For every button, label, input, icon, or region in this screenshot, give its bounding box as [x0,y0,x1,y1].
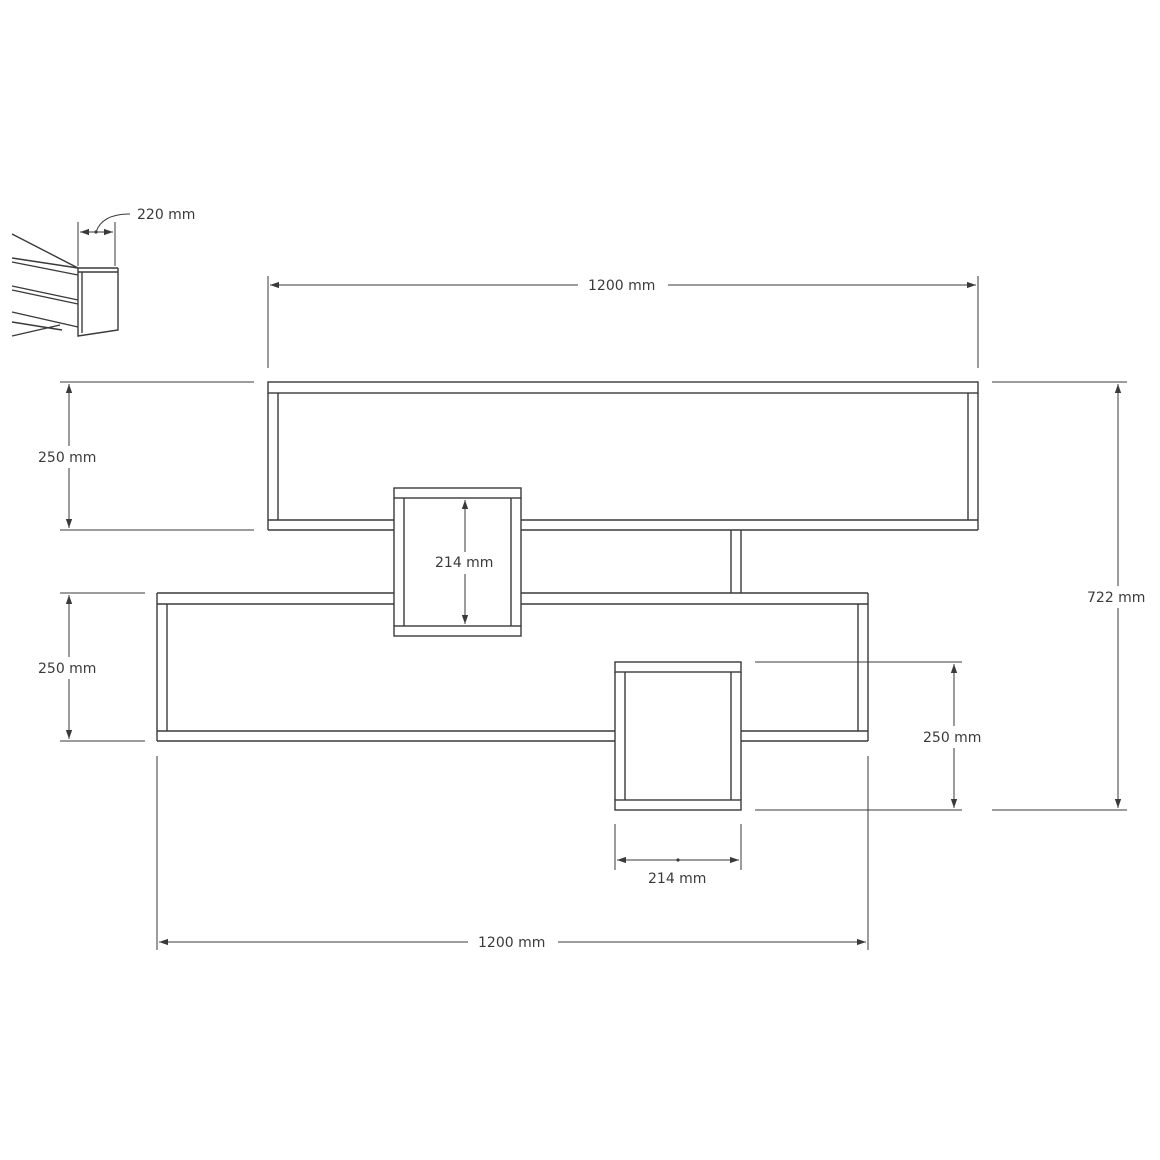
top-shelf [267,381,979,531]
depth-dimension: 220 mm [77,207,195,266]
top-width-dimension: 1200 mm [267,274,979,368]
cube-height-label: 214 mm [435,555,493,571]
top-width-label: 1200 mm [588,278,655,294]
small-cube-height-dimension: 250 mm [755,661,988,811]
middle-height-dimension: 250 mm [34,592,145,742]
middle-shelf [156,592,869,742]
small-cube-height-label: 250 mm [923,730,981,746]
top-height-dimension: 250 mm [34,381,254,531]
depth-label: 220 mm [137,207,195,223]
lower-cube [614,661,742,811]
shelf-unit [156,381,979,811]
cube-height-dimension: 214 mm [430,500,500,624]
top-height-label: 250 mm [38,450,96,466]
overall-height-dimension: 722 mm [992,381,1154,811]
isometric-shelf-sketch [11,233,119,337]
overall-height-label: 722 mm [1087,590,1145,606]
depth-detail: 220 mm [11,207,195,337]
connector-post [730,530,742,593]
middle-height-label: 250 mm [38,661,96,677]
bottom-width-label: 1200 mm [478,935,545,951]
small-cube-width-label: 214 mm [648,871,706,887]
small-cube-width-dimension: 214 mm [614,824,742,887]
bottom-width-dimension: 1200 mm [156,756,869,953]
